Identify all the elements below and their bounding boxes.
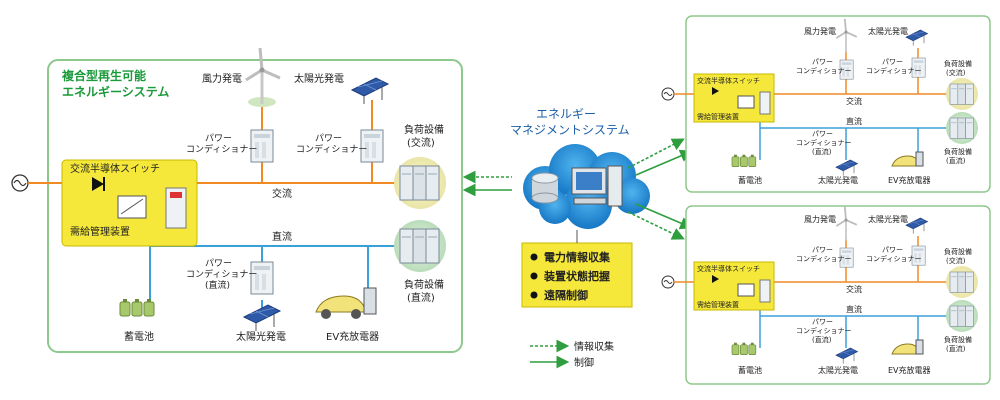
main-system-frame	[47, 59, 463, 353]
ems-function-2: 装置状態把握	[543, 269, 610, 283]
remote-top-dcpcs-l3: (直流)	[812, 147, 832, 156]
manager-label: 需給管理装置	[70, 225, 130, 238]
load-dc-label-1: 負荷設備	[404, 278, 444, 291]
dc-solar-label: 太陽光発電	[236, 330, 286, 343]
switch-label: 交流半導体スイッチ	[70, 162, 160, 175]
remote-top-dc-label: 直流	[846, 116, 862, 126]
dc-pcs-label-1: パワー	[205, 258, 232, 269]
load-dc-label-2: (直流)	[407, 291, 435, 304]
remote-bottom-ev-label: EV充放電器	[888, 365, 931, 375]
remote-bottom-solar-dc-label: 太陽光発電	[818, 365, 858, 375]
remote-bottom-load-dc-l2: (直流)	[946, 344, 966, 353]
remote-top-pcs2-l1: パワー	[882, 58, 903, 66]
remote-bottom-load-ac-l2: (交流)	[946, 256, 966, 265]
remote-bottom-load-ac-l1: 負荷設備	[944, 247, 972, 256]
ev-charger-icon	[363, 287, 377, 315]
remote-bottom-manager-label: 需給管理装置	[697, 300, 739, 309]
remote-top-load-ac-l1: 負荷設備	[944, 59, 972, 68]
remote-top-ev-label: EV充放電器	[888, 175, 931, 185]
ems-title-line1: エネルギー	[536, 107, 596, 121]
remote-bottom-dcpcs-l1: パワー	[812, 318, 833, 326]
load-ac-label-1: 負荷設備	[404, 123, 444, 136]
remote-system-top: 交流半導体スイッチ 需給管理装置 風力発電 太陽光発電 パワー コンディショナー…	[661, 15, 991, 193]
load-ac-label-2: (交流)	[407, 136, 435, 149]
connection-arrows	[462, 138, 693, 240]
wind-label: 風力発電	[202, 72, 242, 85]
remote-bottom-dcpcs-l2: コンディショナー	[796, 326, 852, 335]
system-title-line2: エネルギーシステム	[62, 84, 169, 99]
main-system: 交流半導体スイッチ 需給管理装置 複合型再生可能 エネルギーシステム 風力発電 …	[11, 46, 463, 353]
remote-top-load-dc-l2: (直流)	[946, 156, 966, 165]
load-ac-icon	[399, 165, 440, 201]
remote-bottom-pcs2-l2: コンディショナー	[866, 254, 922, 263]
dc-pcs-label-3: (直流)	[205, 279, 230, 291]
remote-top-load-ac-l2: (交流)	[946, 68, 966, 77]
remote-top-pcs2-l2: コンディショナー	[866, 66, 922, 75]
remote-top-pcs1-l1: パワー	[812, 58, 833, 66]
remote-bottom-dc-label: 直流	[846, 304, 862, 314]
system-title-line1: 複合型再生可能	[61, 68, 146, 83]
remote-top-solar-label: 太陽光発電	[868, 26, 908, 36]
remote-top-dcpcs-l2: コンディショナー	[796, 138, 852, 147]
remote-top-dcpcs-l1: パワー	[812, 130, 833, 138]
legend: 情報収集 制御	[530, 339, 614, 369]
remote-bottom-pcs1-l2: コンディショナー	[796, 254, 852, 263]
remote-top-manager-label: 需給管理装置	[697, 112, 739, 121]
ems-function-3: 遠隔制御	[544, 288, 588, 302]
legend-control-label: 制御	[574, 356, 594, 369]
ems-function-1: 電力情報収集	[544, 250, 611, 264]
ac-bus-label: 交流	[272, 187, 292, 200]
wind-pcs-label-1: パワー	[205, 133, 232, 144]
solar-label: 太陽光発電	[294, 72, 344, 85]
battery-icon	[119, 298, 155, 317]
legend-info-label: 情報収集	[574, 340, 614, 353]
remote-bottom-solar-label: 太陽光発電	[868, 214, 908, 224]
wind-pcs-label-2: コンディショナー	[186, 143, 257, 155]
remote-bottom-battery-label: 蓄電池	[738, 365, 762, 375]
switch-icon	[92, 177, 105, 191]
remote-top-battery-label: 蓄電池	[738, 175, 762, 185]
remote-bottom-switch-label: 交流半導体スイッチ	[697, 264, 760, 273]
remote-top-wind-label: 風力発電	[804, 26, 836, 36]
remote-top-load-dc-l1: 負荷設備	[944, 147, 972, 156]
solar-pcs-label-2: コンディショナー	[296, 143, 367, 155]
ems-functions-box	[521, 242, 633, 308]
database-icon	[531, 172, 559, 204]
load-dc-icon	[399, 228, 440, 264]
remote-top-switch-label: 交流半導体スイッチ	[697, 76, 760, 85]
battery-label: 蓄電池	[124, 330, 154, 343]
remote-top-solar-dc-label: 太陽光発電	[818, 175, 858, 185]
solar-pcs-label-1: パワー	[315, 133, 342, 144]
remote-bottom-pcs1-l1: パワー	[812, 246, 833, 254]
ev-label: EV充放電器	[326, 330, 379, 343]
remote-top-pcs1-l2: コンディショナー	[796, 66, 852, 75]
ems-title-line2: マネジメントシステム	[510, 123, 630, 137]
dc-bus-label: 直流	[272, 230, 292, 243]
remote-bottom-pcs2-l1: パワー	[882, 246, 903, 254]
remote-top-ac-label: 交流	[846, 96, 862, 106]
dc-pcs-label-2: コンディショナー	[186, 268, 257, 280]
remote-bottom-ac-label: 交流	[846, 284, 862, 294]
remote-bottom-wind-label: 風力発電	[804, 214, 836, 224]
ems-block: エネルギー マネジメントシステム 電力情報収集 装置状態把握	[510, 107, 650, 308]
remote-bottom-load-dc-l1: 負荷設備	[944, 335, 972, 344]
computer-icon	[571, 165, 623, 207]
remote-bottom-dcpcs-l3: (直流)	[812, 335, 832, 344]
remote-system-bottom: 交流半導体スイッチ 需給管理装置 風力発電 太陽光発電 パワー コンディショナー…	[661, 205, 991, 385]
